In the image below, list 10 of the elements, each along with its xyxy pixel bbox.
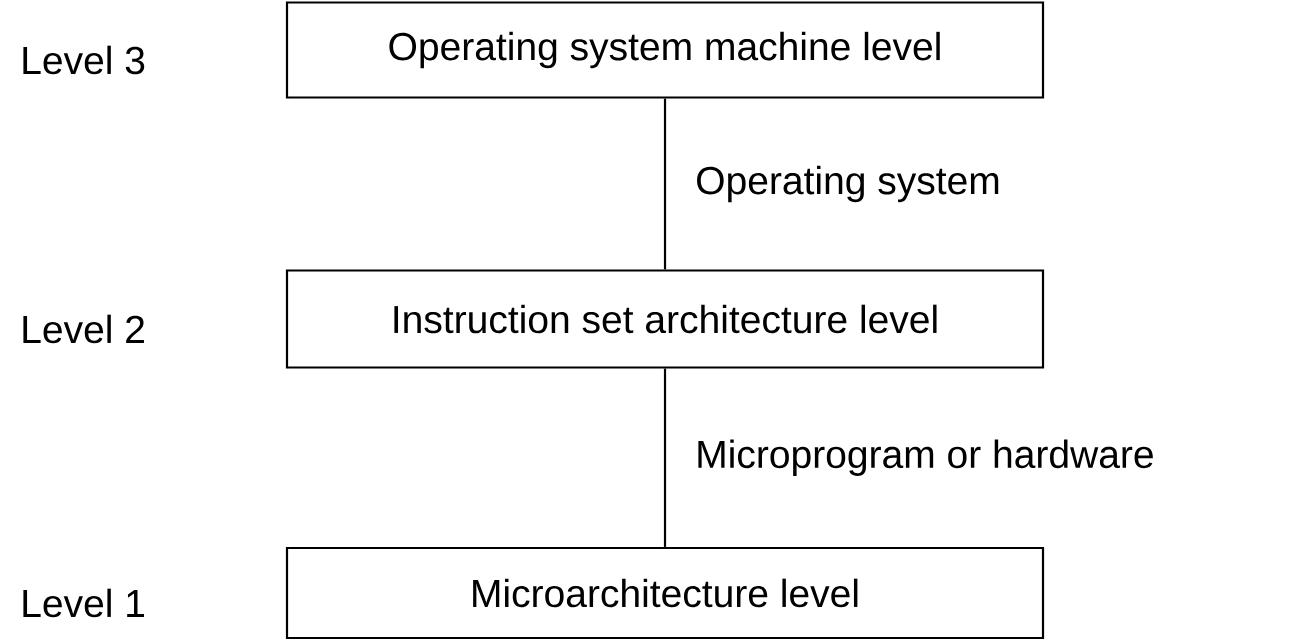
level-label: Level 1 — [23, 588, 144, 618]
level-box: Instruction set architecture level — [285, 269, 1045, 369]
level-label: Level 2 — [23, 314, 144, 344]
level-box: Microarchitecture level — [285, 546, 1045, 639]
level-box: Operating system machine level — [285, 1, 1045, 99]
connector-line — [663, 98, 667, 270]
edge-label: Operating system — [697, 165, 999, 203]
connector-line — [663, 368, 667, 547]
level-label: Level 3 — [23, 45, 145, 75]
edge-label: Microprogram or hardware — [698, 439, 1153, 476]
